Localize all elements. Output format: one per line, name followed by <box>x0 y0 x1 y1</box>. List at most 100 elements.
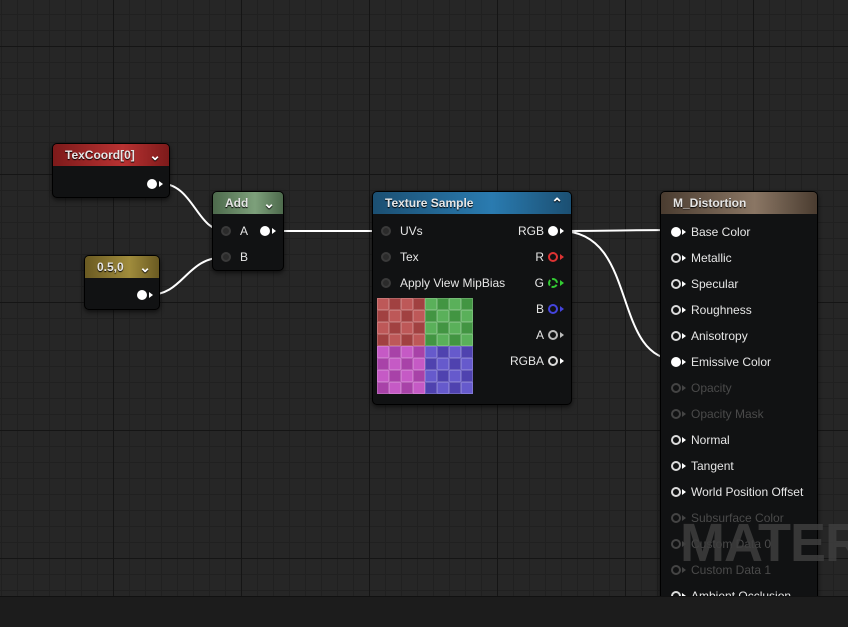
mipbias-input-label: Apply View MipBias <box>400 276 506 290</box>
preview-tile <box>437 298 449 310</box>
output-arrow-icon <box>560 254 564 260</box>
texture-sample-node-header[interactable]: Texture Sample ⌃ <box>373 192 571 214</box>
preview-tile <box>377 334 389 346</box>
preview-tile <box>449 322 461 334</box>
material-input-pin[interactable] <box>671 331 681 341</box>
material-input-label: Anisotropy <box>691 329 748 343</box>
preview-tile <box>377 346 389 358</box>
texcoord-output-pin[interactable] <box>147 179 157 189</box>
preview-tile <box>401 382 413 394</box>
wire-rgb-to-emissive <box>559 230 679 361</box>
chevron-down-icon[interactable]: ⌄ <box>263 195 275 211</box>
rgba-output-pin[interactable] <box>548 356 558 366</box>
tex-input-pin[interactable] <box>381 252 391 262</box>
material-input-pin[interactable] <box>671 383 681 393</box>
preview-quadrant-green <box>425 298 473 346</box>
preview-tile <box>389 310 401 322</box>
material-input-label: World Position Offset <box>691 485 804 499</box>
constant-node[interactable]: 0.5,0 ⌄ <box>84 255 160 310</box>
uvs-input-pin[interactable] <box>381 226 391 236</box>
input-arrow-icon <box>682 515 686 521</box>
output-arrow-icon <box>560 332 564 338</box>
preview-tile <box>461 346 473 358</box>
preview-tile <box>401 322 413 334</box>
add-input-b-label: B <box>240 250 249 264</box>
preview-tile <box>413 346 425 358</box>
rgb-output-pin[interactable] <box>548 226 558 236</box>
chevron-down-icon[interactable]: ⌄ <box>149 147 161 163</box>
preview-tile <box>449 334 461 346</box>
constant-node-header[interactable]: 0.5,0 ⌄ <box>85 256 159 278</box>
preview-tile <box>413 370 425 382</box>
output-arrow-icon <box>560 280 564 286</box>
input-arrow-icon <box>682 255 686 261</box>
material-input-pin[interactable] <box>671 279 681 289</box>
preview-tile <box>437 334 449 346</box>
material-input-pin[interactable] <box>671 253 681 263</box>
texture-sample-node[interactable]: Texture Sample ⌃ UVs Tex Apply View MipB… <box>372 191 572 405</box>
add-input-b-pin[interactable] <box>221 252 231 262</box>
add-node[interactable]: Add ⌄ A B <box>212 191 284 271</box>
preview-tile <box>389 358 401 370</box>
a-output-pin[interactable] <box>548 330 558 340</box>
output-arrow-icon <box>560 228 564 234</box>
texcoord-node-title: TexCoord[0] <box>65 148 135 162</box>
add-input-a-pin[interactable] <box>221 226 231 236</box>
output-arrow-icon <box>560 358 564 364</box>
preview-tile <box>461 382 473 394</box>
material-input-pin[interactable] <box>671 357 681 367</box>
uvs-input-label: UVs <box>400 224 423 238</box>
mipbias-input-pin[interactable] <box>381 278 391 288</box>
preview-tile <box>425 370 437 382</box>
preview-tile <box>461 322 473 334</box>
texture-sample-node-title: Texture Sample <box>385 196 474 210</box>
material-input-pin[interactable] <box>671 487 681 497</box>
material-input-label: Base Color <box>691 225 751 239</box>
r-output-pin[interactable] <box>548 252 558 262</box>
material-input-pin[interactable] <box>671 539 681 549</box>
input-arrow-icon <box>682 593 686 596</box>
material-input-pin[interactable] <box>671 591 681 596</box>
g-output-pin[interactable] <box>548 278 558 288</box>
preview-tile <box>437 310 449 322</box>
material-result-node-header[interactable]: M_Distortion <box>661 192 817 214</box>
preview-tile <box>425 358 437 370</box>
preview-tile <box>401 358 413 370</box>
material-input-pin[interactable] <box>671 513 681 523</box>
material-input-pin[interactable] <box>671 409 681 419</box>
texcoord-node-header[interactable]: TexCoord[0] ⌄ <box>53 144 169 166</box>
add-node-header[interactable]: Add ⌄ <box>213 192 283 214</box>
preview-tile <box>377 310 389 322</box>
preview-tile <box>449 346 461 358</box>
preview-tile <box>389 382 401 394</box>
material-input-label: Subsurface Color <box>691 511 784 525</box>
preview-tile <box>389 334 401 346</box>
preview-tile <box>389 370 401 382</box>
preview-tile <box>449 370 461 382</box>
preview-tile <box>461 358 473 370</box>
b-output-pin[interactable] <box>548 304 558 314</box>
chevron-up-icon[interactable]: ⌃ <box>551 195 563 211</box>
material-input-pin[interactable] <box>671 227 681 237</box>
preview-tile <box>437 358 449 370</box>
g-output-label: G <box>534 276 544 290</box>
preview-tile <box>401 370 413 382</box>
constant-output-pin[interactable] <box>137 290 147 300</box>
material-input-pin[interactable] <box>671 435 681 445</box>
material-input-pin[interactable] <box>671 305 681 315</box>
add-output-pin[interactable] <box>260 226 270 236</box>
texture-preview-thumbnail <box>377 298 473 394</box>
preview-tile <box>413 310 425 322</box>
preview-tile <box>461 334 473 346</box>
material-input-pin[interactable] <box>671 565 681 575</box>
material-input-pin[interactable] <box>671 461 681 471</box>
preview-tile <box>425 310 437 322</box>
preview-tile <box>425 298 437 310</box>
input-arrow-icon <box>682 359 686 365</box>
texcoord-node[interactable]: TexCoord[0] ⌄ <box>52 143 170 198</box>
material-graph-canvas[interactable]: TexCoord[0] ⌄ 0.5,0 ⌄ Add ⌄ A B Texture … <box>0 0 848 596</box>
a-output-label: A <box>535 328 544 342</box>
output-arrow-icon <box>560 306 564 312</box>
chevron-down-icon[interactable]: ⌄ <box>139 259 151 275</box>
